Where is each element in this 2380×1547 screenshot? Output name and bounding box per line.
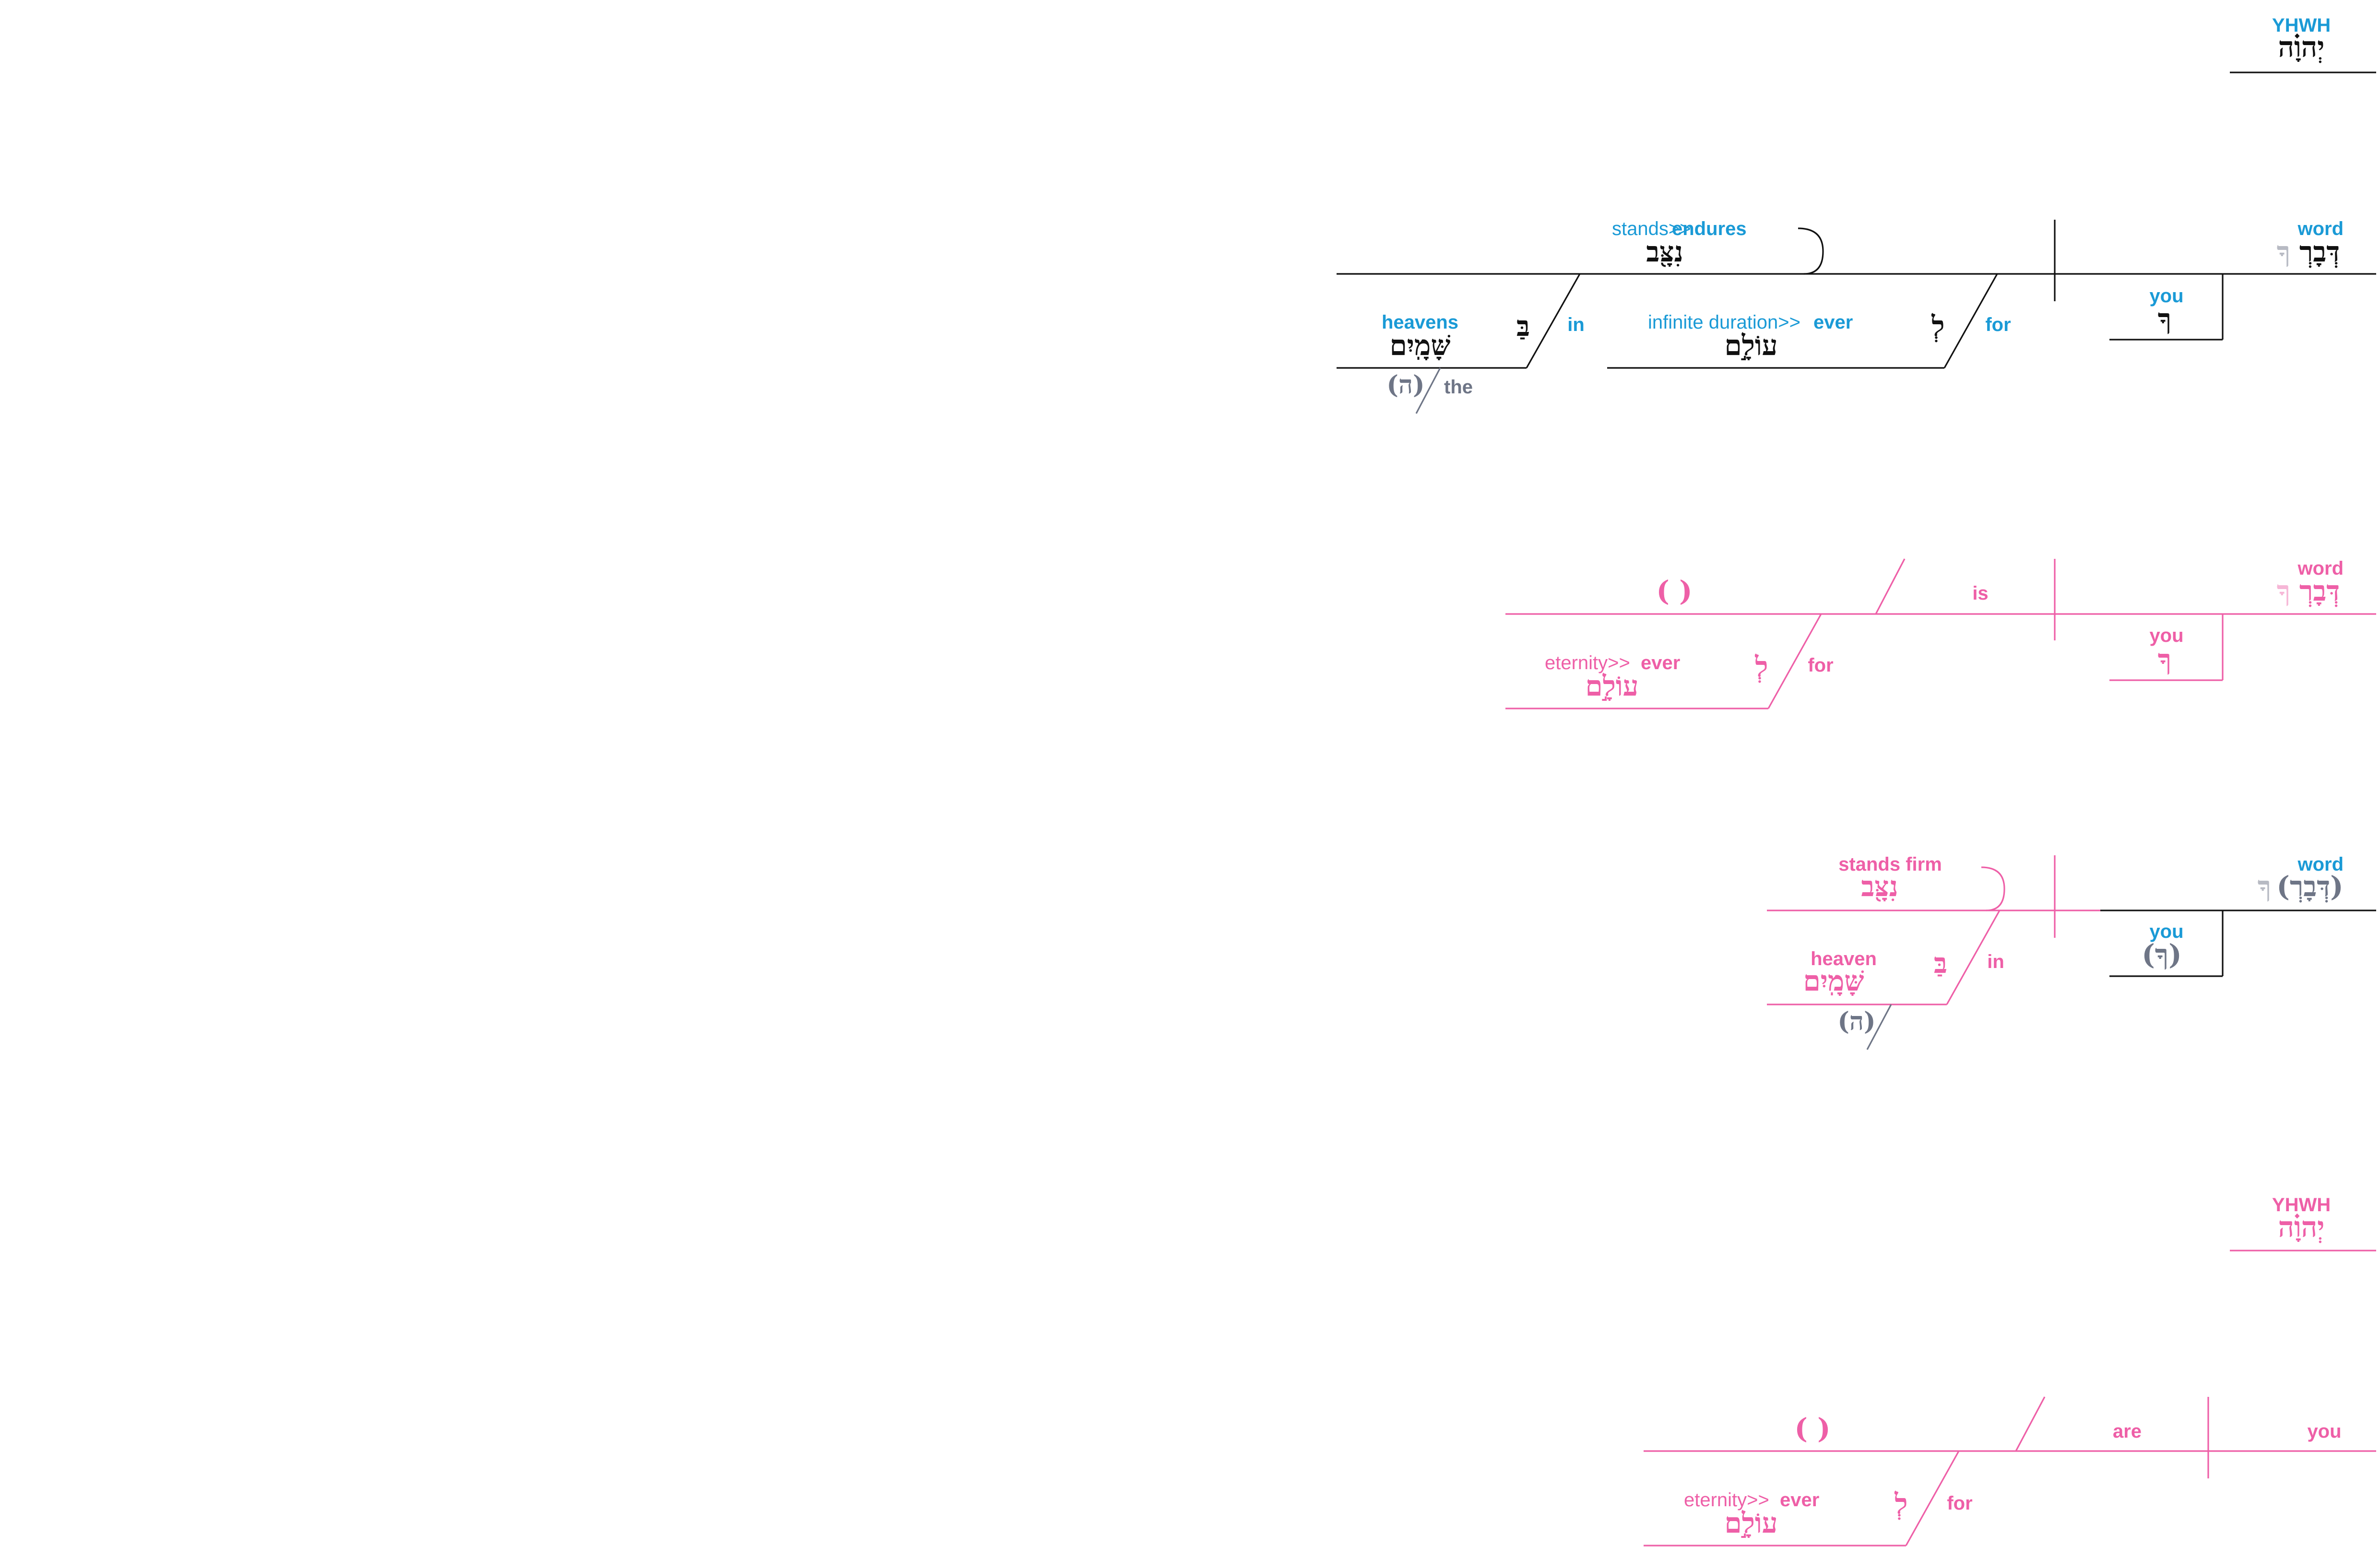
- d3-subject-he: דְּבָרְ: [2299, 575, 2340, 607]
- d3-poss-he: ךָ: [2158, 643, 2172, 676]
- d5-subject-en: YHWH: [2272, 1194, 2331, 1216]
- d3-pp-prep-he: לְ: [1754, 650, 1768, 683]
- d4-verb-en: stands firm: [1838, 854, 1942, 875]
- d5-subject-he: יְהוָ֗ה: [2278, 1211, 2325, 1243]
- d6-pp-obj-en: ever: [1780, 1489, 1819, 1511]
- d4-pp-prep-he: בַּ: [1934, 947, 1947, 980]
- d4-subject-he-faded: ךָ: [2258, 870, 2272, 903]
- d3-pp-obj-en: ever: [1641, 652, 1680, 673]
- diagram-5-vocative: YHWH יְהוָ֗ה: [2230, 1194, 2376, 1252]
- diagram-1-vocative: YHWH יְהוָ֗ה: [2230, 15, 2376, 73]
- d2-pp2-slant: [1943, 273, 1998, 368]
- d1-subject-en: YHWH: [2272, 15, 2331, 36]
- d6-pp-prep-en: for: [1947, 1493, 1972, 1514]
- d4-poss-en: you: [2149, 921, 2183, 942]
- d4-pp-obj-en: heaven: [1811, 948, 1877, 969]
- d2-subject-he: דְּבָרְ: [2299, 236, 2340, 268]
- d2-pp1-article-slant: [1415, 367, 1441, 414]
- d6-copula-slant: [2015, 1396, 2046, 1452]
- d2-pp1-prep-en: in: [1567, 314, 1585, 335]
- d3-copula: is: [1972, 583, 1988, 604]
- d2-pp1-article-he: (ה): [1386, 370, 1424, 400]
- diagram-2: stands>> endures נִצָּ֖ב word ךָ דְּבָרְ…: [1337, 218, 2376, 414]
- d2-pp1-obj-he: שָּׁמָֽיִם: [1390, 329, 1451, 362]
- diagram-3: ( ) is word ךָ דְּבָרְ you ךָ for לְ ete…: [1505, 558, 2376, 709]
- diagram-4: stands firm נִצָּ֖ב word ךָ (דְּבָרְ) yo…: [1767, 854, 2376, 1050]
- d4-pp-slant: [1946, 910, 2001, 1005]
- d3-pp-obj-he: עוֹלָ֣ם: [1586, 670, 1639, 702]
- d6-pp-slant: [1905, 1451, 1960, 1546]
- d2-poss-en: you: [2149, 285, 2183, 307]
- d4-verb-he: נִצָּ֖ב: [1861, 870, 1898, 903]
- d3-verb: ( ): [1656, 575, 1692, 607]
- d2-pp2-obj-he: עוֹלָ֣ם: [1725, 329, 1778, 362]
- diagram-6: ( ) are you for לְ eternity>> ever עוֹלָ…: [1644, 1396, 2376, 1547]
- d4-subject-en: word: [2297, 854, 2344, 875]
- d4-pp-obj-he: שָּׁמָֽיִם: [1803, 965, 1864, 997]
- d6-pp-prep-he: לְ: [1894, 1488, 1907, 1520]
- d4-subject-he: (דְּבָרְ): [2276, 870, 2343, 903]
- d2-pp1-prep-he: בַּ: [1516, 310, 1530, 342]
- d1-subject-he: יְהוָ֗ה: [2278, 31, 2325, 63]
- d4-verb-bracket: [1981, 866, 2005, 911]
- d2-pp2-obj-en: ever: [1813, 312, 1853, 333]
- d3-copula-slant: [1875, 558, 1906, 614]
- d6-copula: are: [2113, 1421, 2142, 1442]
- d4-pp-prep-en: in: [1987, 951, 2004, 972]
- d4-article-slant: [1866, 1004, 1892, 1050]
- d2-poss-he: ךָ: [2158, 303, 2172, 335]
- d6-subject-en: you: [2307, 1421, 2341, 1442]
- d2-pp1-obj-en: heavens: [1382, 312, 1458, 333]
- d2-verb-he: נִצָּ֖ב: [1646, 236, 1683, 268]
- d3-poss-en: you: [2149, 625, 2183, 646]
- d3-pp-slant: [1767, 614, 1822, 709]
- d2-verb-bracket: [1798, 227, 1824, 275]
- d2-pp2-prep-he: לְ: [1931, 310, 1944, 342]
- d6-verb: ( ): [1794, 1412, 1830, 1445]
- d6-pp-obj-en-pre: eternity>>: [1684, 1489, 1769, 1511]
- d2-subject-he-faded: ךָ: [2277, 236, 2291, 268]
- d2-verb-en-pre: stands>>: [1612, 218, 1691, 239]
- d3-pp-prep-en: for: [1808, 655, 1833, 676]
- d2-pp2-prep-en: for: [1985, 314, 2011, 335]
- d2-subject-en: word: [2297, 218, 2344, 239]
- d4-poss-he: (ךָ): [2142, 938, 2181, 971]
- d2-pp2-obj-en-pre: infinite duration>>: [1648, 312, 1800, 333]
- d4-pp-article-he: (ה): [1837, 1007, 1875, 1036]
- d3-pp-obj-en-pre: eternity>>: [1545, 652, 1630, 673]
- d2-pp1-slant: [1526, 273, 1581, 368]
- d2-pp1-article-en: the: [1444, 377, 1473, 398]
- d6-pp-obj-he: עוֹלָ֣ם: [1725, 1507, 1778, 1539]
- d3-subject-en: word: [2297, 558, 2344, 579]
- d2-verb-en: endures: [1672, 218, 1747, 239]
- d3-subject-he-faded: ךָ: [2277, 575, 2291, 607]
